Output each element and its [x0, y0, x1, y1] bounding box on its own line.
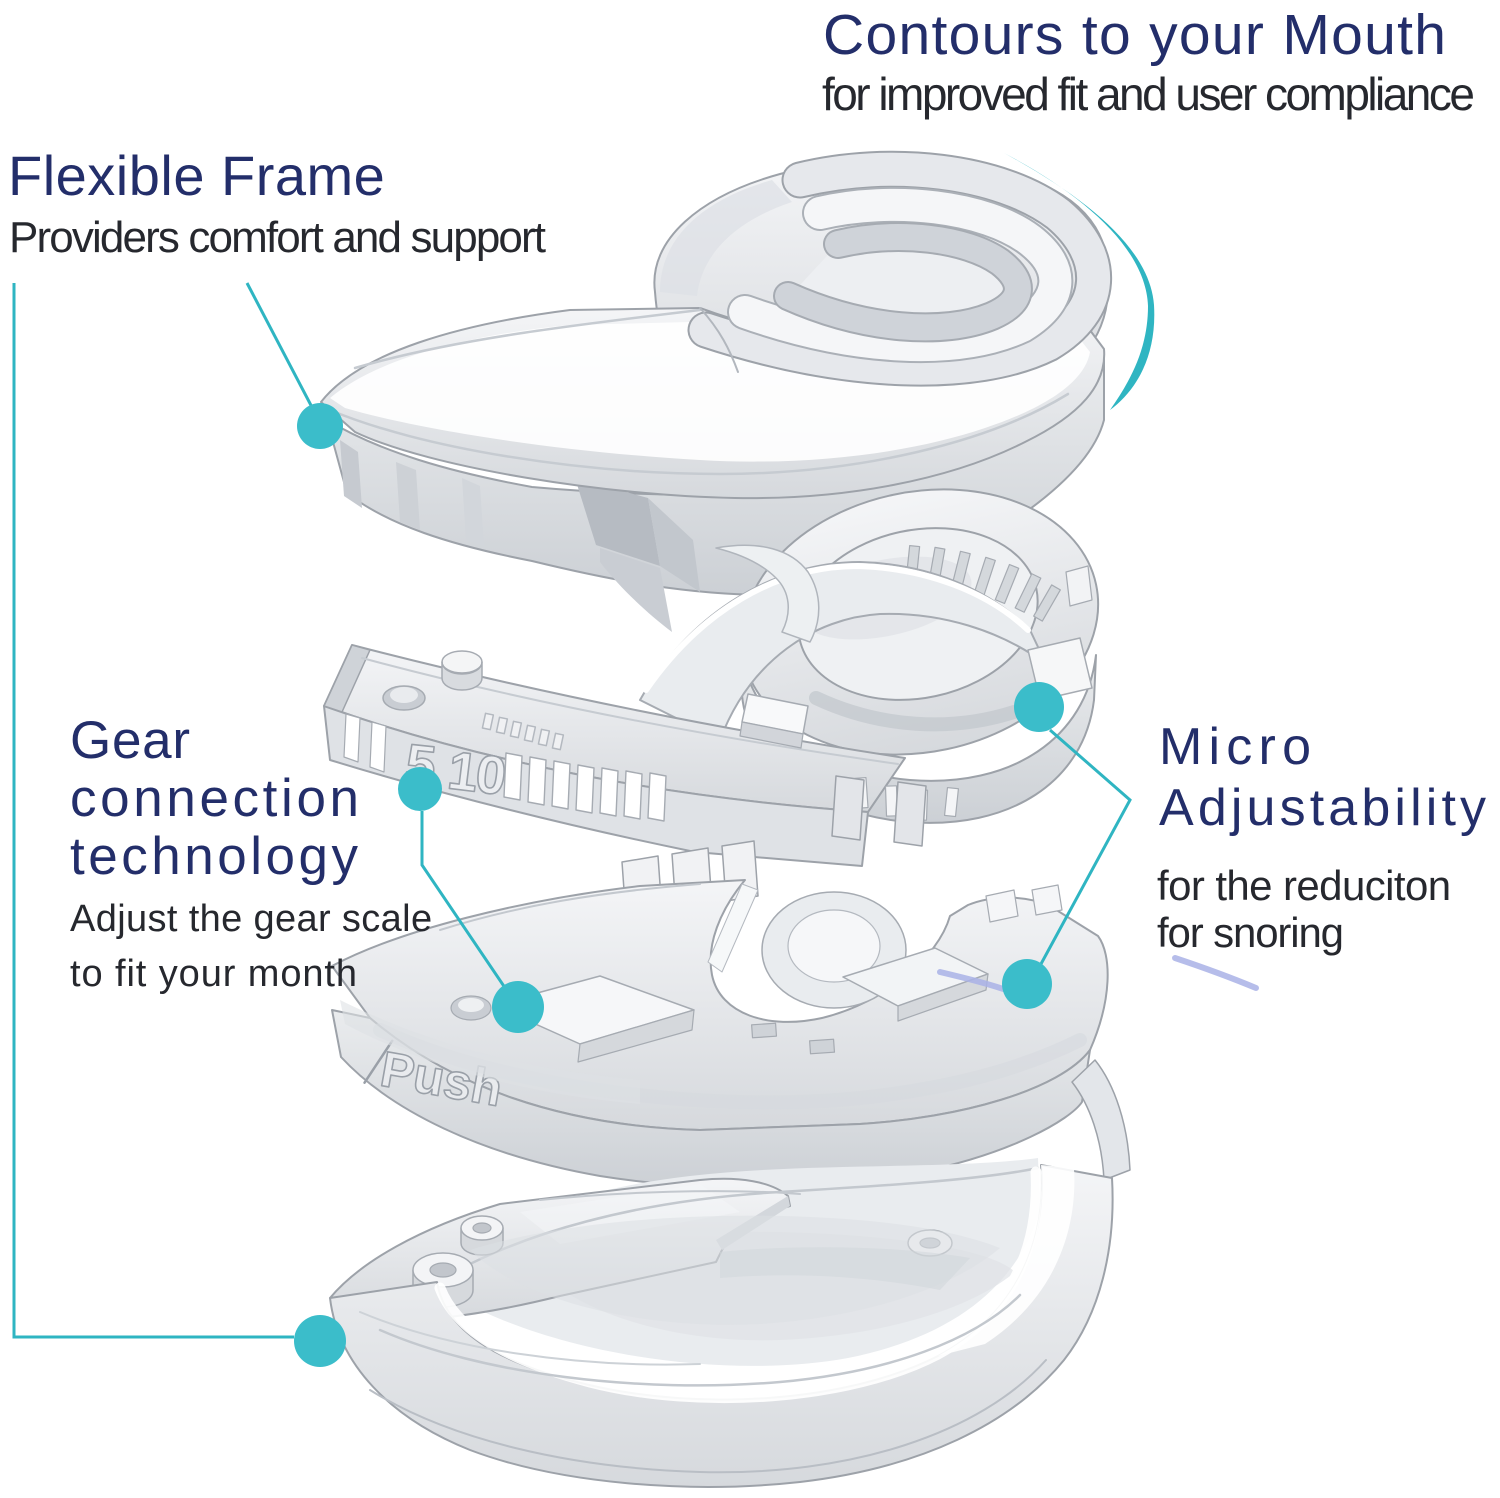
svg-text:10: 10: [445, 740, 508, 806]
